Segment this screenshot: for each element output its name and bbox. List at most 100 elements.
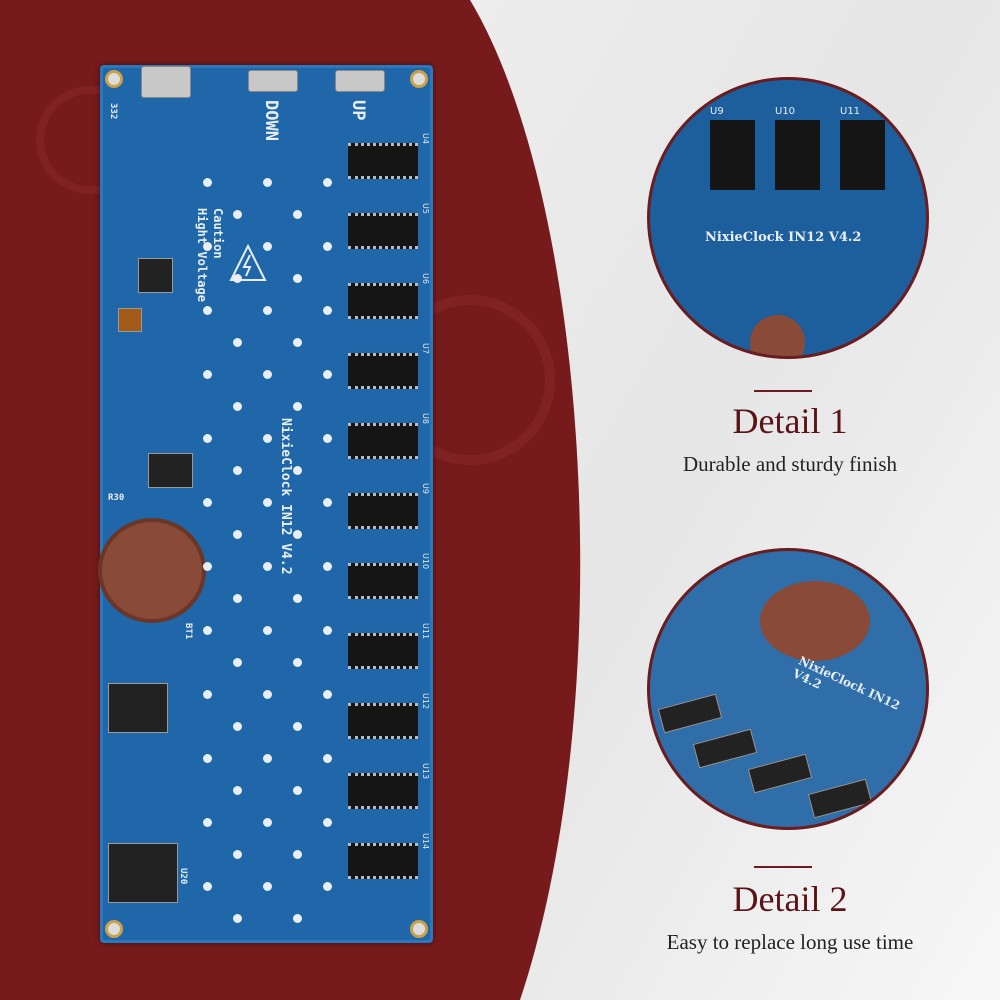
shift-register-chip [348,773,418,809]
nixie-pin-hole [233,402,242,411]
nixie-pin-hole [323,498,332,507]
regulator [148,453,193,488]
nixie-pin-hole [233,658,242,667]
high-voltage-label: Hight Voltage [195,208,209,302]
coin-battery-holder [98,518,206,623]
chip-label: U9 [421,483,430,494]
nixie-pin-hole [323,626,332,635]
ic [692,728,758,769]
chip-label: U4 [421,133,430,144]
nixie-pin-hole [293,914,302,923]
mounting-hole [105,920,123,938]
inductor [118,308,142,332]
detail-1-title: Detail 1 [732,401,848,441]
inset-board-name: NixieClock IN12 V4.2 [705,230,862,245]
battery-holder [760,581,870,661]
nixie-pin-hole [263,626,272,635]
nixie-pin-hole [293,658,302,667]
chip-label: U7 [421,343,430,354]
chip-label: U11 [840,106,861,117]
inset-chip: U10 [775,106,820,190]
high-voltage-warning-icon [229,243,267,281]
shift-register-chip [348,493,418,529]
nixie-pin-hole [203,754,212,763]
nixie-pin-hole [263,690,272,699]
chip-label: U12 [421,693,430,710]
up-button [335,70,385,92]
nixie-pin-hole [323,690,332,699]
chip-label: U9 [710,106,724,117]
nixie-pin-hole [323,882,332,891]
nixie-pin-hole [293,850,302,859]
nixie-pin-hole [293,466,302,475]
nixie-clock-pcb: DOWN UP Caution Hight Voltage NixieClock… [98,65,433,943]
nixie-pin-hole [293,530,302,539]
shift-register-chip [348,563,418,599]
nixie-pin-hole [203,242,212,251]
shift-register-chip [348,283,418,319]
shift-register-chip [348,143,418,179]
shift-register-chip [348,423,418,459]
nixie-pin-hole [293,786,302,795]
inset-chip: U9 [710,106,755,190]
rtc-chip [108,843,178,903]
label-r30: R30 [108,493,125,503]
nixie-pin-hole [263,562,272,571]
nixie-pin-hole [203,818,212,827]
nixie-pin-hole [203,370,212,379]
detail-2-title: Detail 2 [732,879,848,919]
nixie-pin-hole [203,178,212,187]
inset-chip: U11 [840,106,885,190]
mounting-hole [410,920,428,938]
nixie-pin-hole [233,850,242,859]
nixie-pin-hole [233,914,242,923]
chip-label: U8 [421,413,430,424]
nixie-pin-hole [233,274,242,283]
nixie-pin-hole [323,306,332,315]
nixie-pin-hole [323,242,332,251]
usb-port [141,66,191,98]
nixie-pin-hole [293,210,302,219]
nixie-pin-hole [263,498,272,507]
chip-label: U10 [775,106,796,117]
ic [138,258,173,293]
ic [657,693,723,734]
nixie-pin-hole [263,754,272,763]
caution-label: Caution [211,208,225,259]
shift-register-chip [348,703,418,739]
detail-1-inset: U9 U10 U11 NixieClock IN12 V4.2 [647,77,929,359]
detail-2-inset: NixieClock IN12 V4.2 [647,548,929,830]
label-bt1: BT1 [183,623,193,640]
label-u20: U20 [178,868,188,885]
nixie-pin-hole [233,338,242,347]
nixie-pin-hole [233,466,242,475]
nixie-pin-hole [293,274,302,283]
nixie-pin-hole [323,562,332,571]
nixie-pin-hole [203,882,212,891]
battery-holder [750,315,805,356]
nixie-pin-hole [263,370,272,379]
nixie-pin-hole [263,178,272,187]
board-name: NixieClock IN12 V4.2 [278,418,293,575]
chip-label: U10 [421,553,430,570]
chip-label: U11 [421,623,430,640]
detail-1-subtitle: Durable and sturdy finish [682,452,898,476]
label-332: 332 [108,103,118,120]
nixie-pin-hole [263,818,272,827]
ic [108,683,168,733]
nixie-pin-hole [323,818,332,827]
nixie-pin-hole [203,434,212,443]
inset-board-name: NixieClock IN12 V4.2 [790,653,903,713]
nixie-pin-hole [323,178,332,187]
down-label: DOWN [261,100,281,141]
nixie-pin-hole [293,402,302,411]
nixie-pin-hole [233,594,242,603]
nixie-pin-hole [203,306,212,315]
nixie-pin-hole [323,754,332,763]
nixie-pin-hole [323,434,332,443]
nixie-pin-hole [263,882,272,891]
chip-label: U13 [421,763,430,780]
mounting-hole [105,70,123,88]
shift-register-chip [348,353,418,389]
nixie-pin-hole [293,722,302,731]
